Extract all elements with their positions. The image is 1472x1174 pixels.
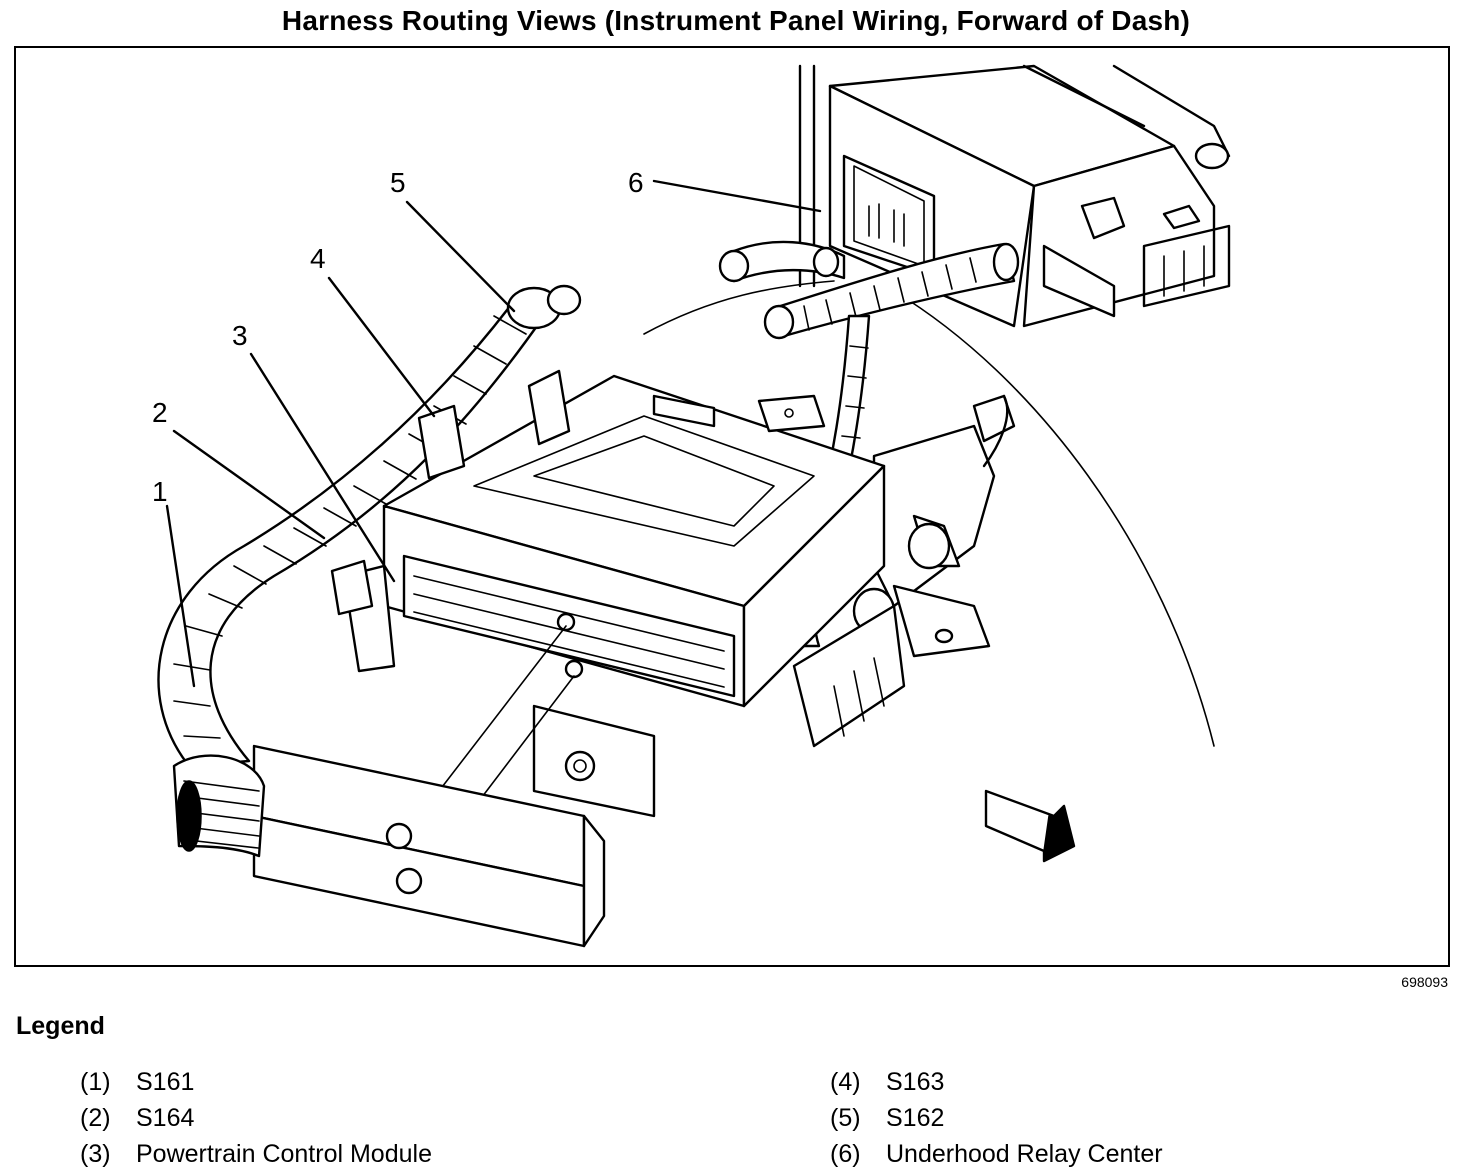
callout-5: 5	[390, 167, 406, 198]
legend-item-label: S161	[136, 1068, 195, 1096]
underhood-relay-center	[798, 64, 1231, 328]
legend-item-label: S163	[886, 1068, 945, 1096]
legend-item-number: (4)	[830, 1068, 861, 1096]
legend-item-label: S164	[136, 1104, 195, 1132]
pcm-connector	[252, 744, 606, 948]
callout-6-leader	[652, 179, 822, 213]
legend-item-number: (1)	[80, 1068, 111, 1096]
sweep-arc-right	[893, 290, 1215, 747]
callout-3-leader	[249, 352, 396, 583]
legend-column-left: (1) S161 (2) S164 (3) Powertrain Control…	[80, 1064, 432, 1172]
right-bracket	[792, 394, 1016, 748]
legend-item: (2) S164	[80, 1100, 432, 1136]
legend-item: (4) S163	[830, 1064, 1163, 1100]
legend-item-label: Powertrain Control Module	[136, 1140, 432, 1168]
legend-item-number: (6)	[830, 1140, 861, 1168]
callout-2: 2	[152, 397, 168, 428]
legend-column-right: (4) S163 (5) S162 (6) Underhood Relay Ce…	[830, 1064, 1163, 1172]
callout-1: 1	[152, 476, 168, 507]
figure-id: 698093	[1401, 974, 1448, 990]
callout-5-leader	[405, 200, 516, 313]
upper-harness	[718, 240, 1020, 340]
legend-item: (3) Powertrain Control Module	[80, 1136, 432, 1172]
callout-2-leader	[172, 429, 326, 540]
legend-item-number: (2)	[80, 1104, 111, 1132]
legend-heading: Legend	[16, 1012, 105, 1040]
callout-4-leader	[327, 276, 436, 418]
legend-item: (6) Underhood Relay Center	[830, 1136, 1163, 1172]
powertrain-control-module	[342, 369, 886, 818]
diagram-title: Harness Routing Views (Instrument Panel …	[281, 5, 1191, 36]
callout-6: 6	[628, 167, 644, 198]
legend-item-number: (5)	[830, 1104, 861, 1132]
callout-4: 4	[310, 243, 326, 274]
harness-routing-drawing: 1 2 3 4 5 6	[152, 64, 1231, 948]
forward-direction-arrow	[984, 789, 1076, 863]
pcm-connector-leader	[438, 625, 575, 802]
sweep-arc-upper	[643, 280, 835, 335]
legend-item-number: (3)	[80, 1140, 111, 1168]
legend-item: (5) S162	[830, 1100, 1163, 1136]
callout-3: 3	[232, 320, 248, 351]
callout-1-leader	[165, 504, 196, 688]
legend-item: (1) S161	[80, 1064, 432, 1100]
legend-item-label: S162	[886, 1104, 945, 1132]
legend-item-label: Underhood Relay Center	[886, 1140, 1163, 1168]
main-harness-loop	[157, 284, 582, 858]
